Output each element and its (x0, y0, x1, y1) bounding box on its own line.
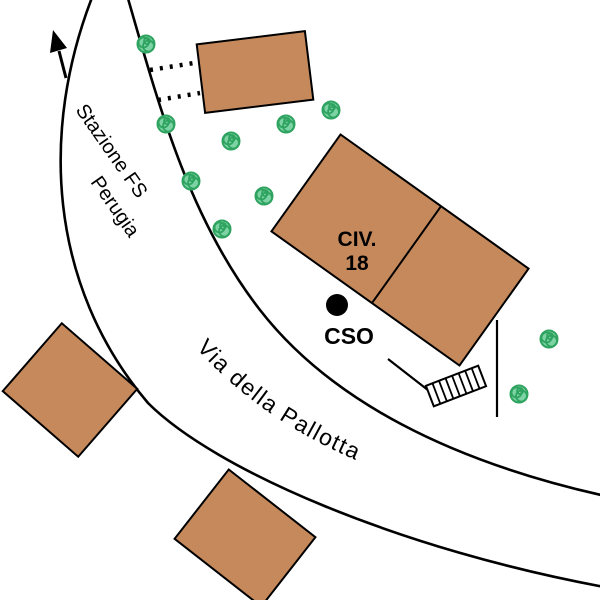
tree-icon (156, 114, 176, 134)
dotted-row-1 (149, 60, 195, 73)
tree-icon (212, 219, 232, 239)
cso-label: CSO (324, 323, 374, 349)
tree-icon (136, 34, 156, 54)
tree-icon (276, 114, 296, 134)
bottom-center-building (173, 468, 317, 600)
road-name-label: Via della Pallotta (192, 334, 364, 465)
stairs-icon (424, 364, 488, 408)
civ18-label-line1: CIV. (338, 228, 377, 251)
tree-icon (181, 171, 201, 191)
tree-icon (321, 100, 341, 120)
direction-arrow-icon (50, 30, 68, 79)
tree-icon (254, 186, 274, 206)
dotted-row-2 (157, 90, 201, 103)
road-outer-edge (59, 0, 600, 588)
bottom-left-building (1, 321, 139, 459)
top-building (195, 30, 315, 114)
road-inner-edge (127, 0, 600, 497)
wall-line (387, 358, 434, 395)
civ18-building (270, 133, 530, 367)
tree-icon (509, 384, 529, 404)
tree-icon (221, 131, 241, 151)
svg-text:Via della Pallotta: Via della Pallotta (192, 334, 365, 465)
civ18-label-line2: 18 (345, 252, 369, 275)
tree-icon (539, 329, 559, 349)
cso-marker-dot (326, 294, 348, 316)
civ18-partition-wall (371, 205, 442, 304)
